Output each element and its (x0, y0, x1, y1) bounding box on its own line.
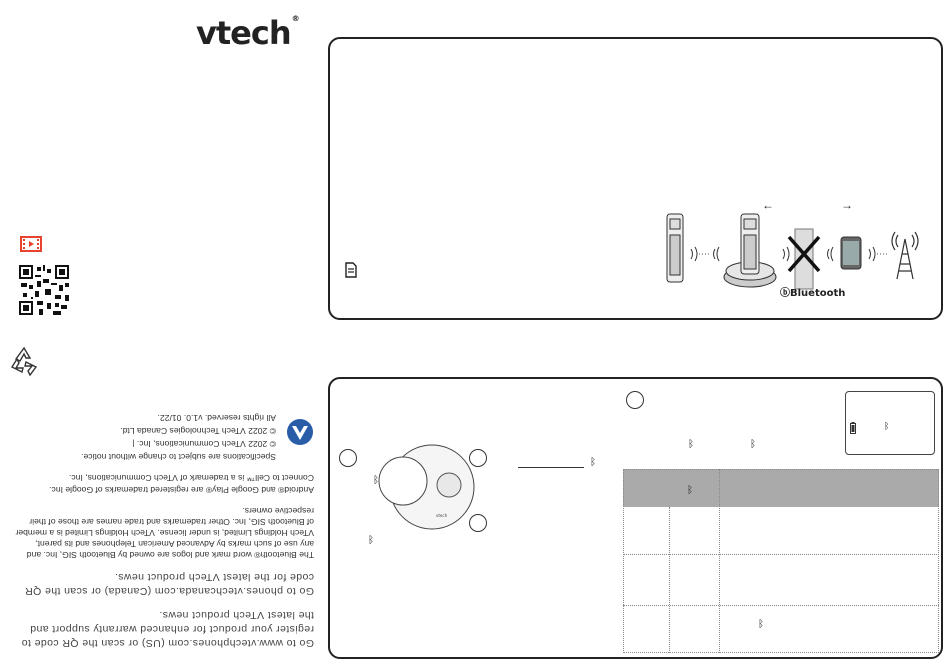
arrow-left-icon: ← (762, 198, 774, 212)
bluetooth-icon: ᛒ (687, 485, 693, 496)
news-us-text: Go to www.vtechphones.com (US) or scan t… (21, 609, 314, 649)
signal-icon (868, 246, 876, 262)
callout-3 (469, 514, 487, 532)
headset-illustration: vtech (378, 444, 475, 530)
video-icon (20, 236, 42, 252)
bluetooth-icon: ᛒ (373, 475, 379, 486)
connection-diagram (666, 213, 919, 290)
base-station (723, 213, 777, 288)
table-row-divider (623, 554, 939, 555)
arrow-right-icon: → (841, 198, 853, 212)
signal-icon (827, 246, 834, 262)
bluetooth-icon: ᛒ (590, 457, 596, 468)
table-column-divider (669, 507, 670, 653)
signal-icon (690, 246, 698, 262)
smartphone (840, 236, 862, 270)
bluetooth-icon: ᛒ (758, 619, 764, 630)
bluetooth-icon: ᛒ (750, 439, 756, 450)
copyright-us: © 2022 VTech Communications, Inc. | (132, 439, 276, 449)
vtech-logo: vtech® (196, 14, 300, 52)
callout-4 (626, 391, 644, 409)
top-diagram-panel: ← → (328, 37, 943, 320)
google-trademark-text: Android® and Google Play® are registered… (49, 485, 314, 495)
bluetooth-icon: ᛒ (688, 439, 694, 450)
cordless-handset (666, 213, 684, 283)
connect-to-cell-text: Connect to Cell™ is a trademark of VTech… (68, 473, 314, 483)
rights-text: All rights reserved. v1.0. 01/22. (157, 413, 276, 423)
document-icon (345, 262, 357, 278)
status-table: ᛒ ᛒ (623, 469, 939, 653)
cell-tower-icon (891, 231, 919, 280)
copyright-canada: © 2022 VTech Technologies Canada Ltd. (120, 426, 276, 436)
news-canada-text: Go to phones.vtechcanada.com (Canada) or… (24, 571, 314, 597)
leader-line (518, 467, 584, 468)
bluetooth-icon: ᛒ (368, 535, 374, 546)
bluetooth-trademark-text: The Bluetooth® word mark and logos are o… (15, 506, 314, 560)
spec-note: Specifications are subject to change wit… (81, 452, 276, 462)
wall-obstacle (787, 228, 821, 290)
table-border (623, 469, 939, 653)
recycle-icon (10, 346, 38, 377)
svg-text:vtech: vtech (436, 513, 448, 518)
table-row-divider (623, 605, 939, 606)
vtech-brand-mark-icon (287, 419, 313, 445)
signal-icon (713, 246, 720, 262)
handset-screen: ᛒ (845, 391, 935, 455)
qr-code[interactable] (19, 265, 69, 315)
table-header (623, 469, 939, 507)
legal-text-block: Go to www.vtechphones.com (US) or scan t… (14, 345, 314, 650)
table-column-divider (719, 469, 720, 653)
bluetooth-icon: ᛒ (884, 422, 890, 432)
signal-icon (782, 246, 790, 262)
callout-1 (339, 449, 357, 467)
bluetooth-logo: ⓑBluetooth (780, 288, 846, 299)
battery-icon (850, 422, 856, 434)
bottom-diagram-panel: vtech ᛒ ᛒ ᛒ ᛒ ᛒ ᛒ ᛒ ᛒ (328, 377, 943, 659)
callout-2 (469, 449, 487, 467)
